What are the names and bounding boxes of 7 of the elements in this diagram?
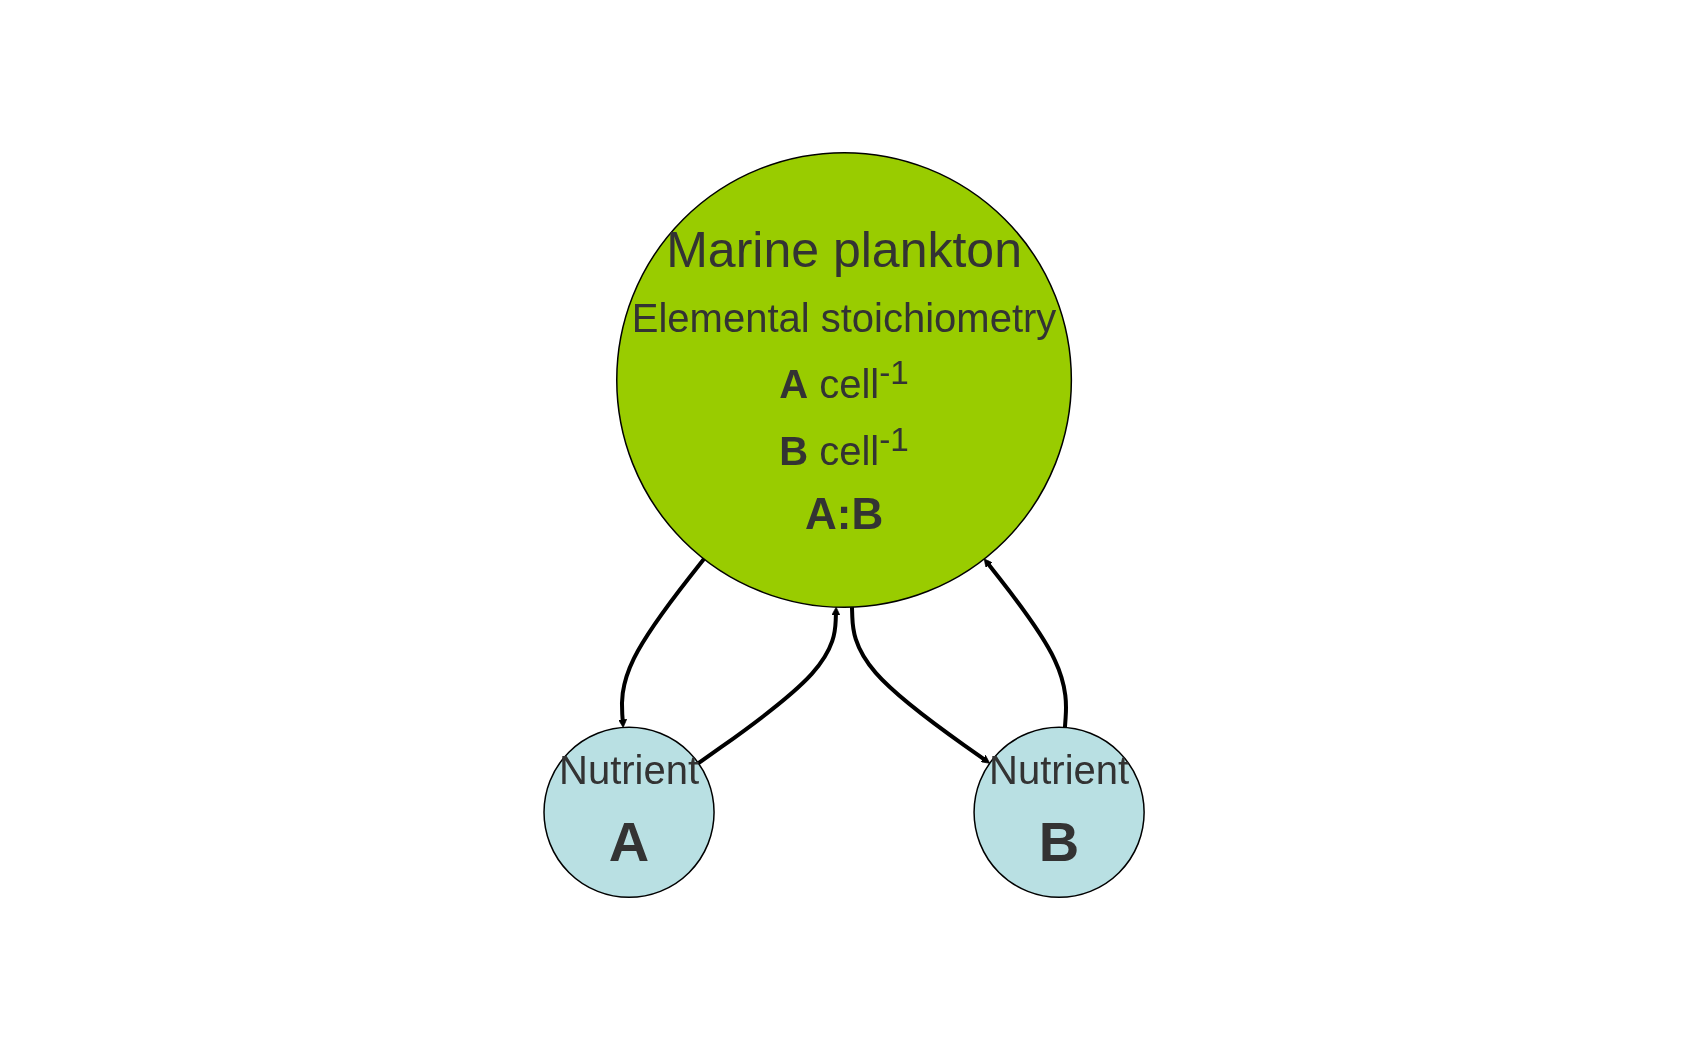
node-circle: Nutrient A [543, 726, 715, 899]
arrow [697, 606, 841, 765]
arrow [983, 558, 1068, 728]
node-circle: Marine plankton Elemental stoichiometry A cell$^{-1}$ B cell$^{-1}$ A:B [615, 151, 1073, 608]
arrow [618, 557, 706, 728]
arrow [849, 607, 990, 764]
node-circle: Nutrient B [973, 726, 1145, 899]
